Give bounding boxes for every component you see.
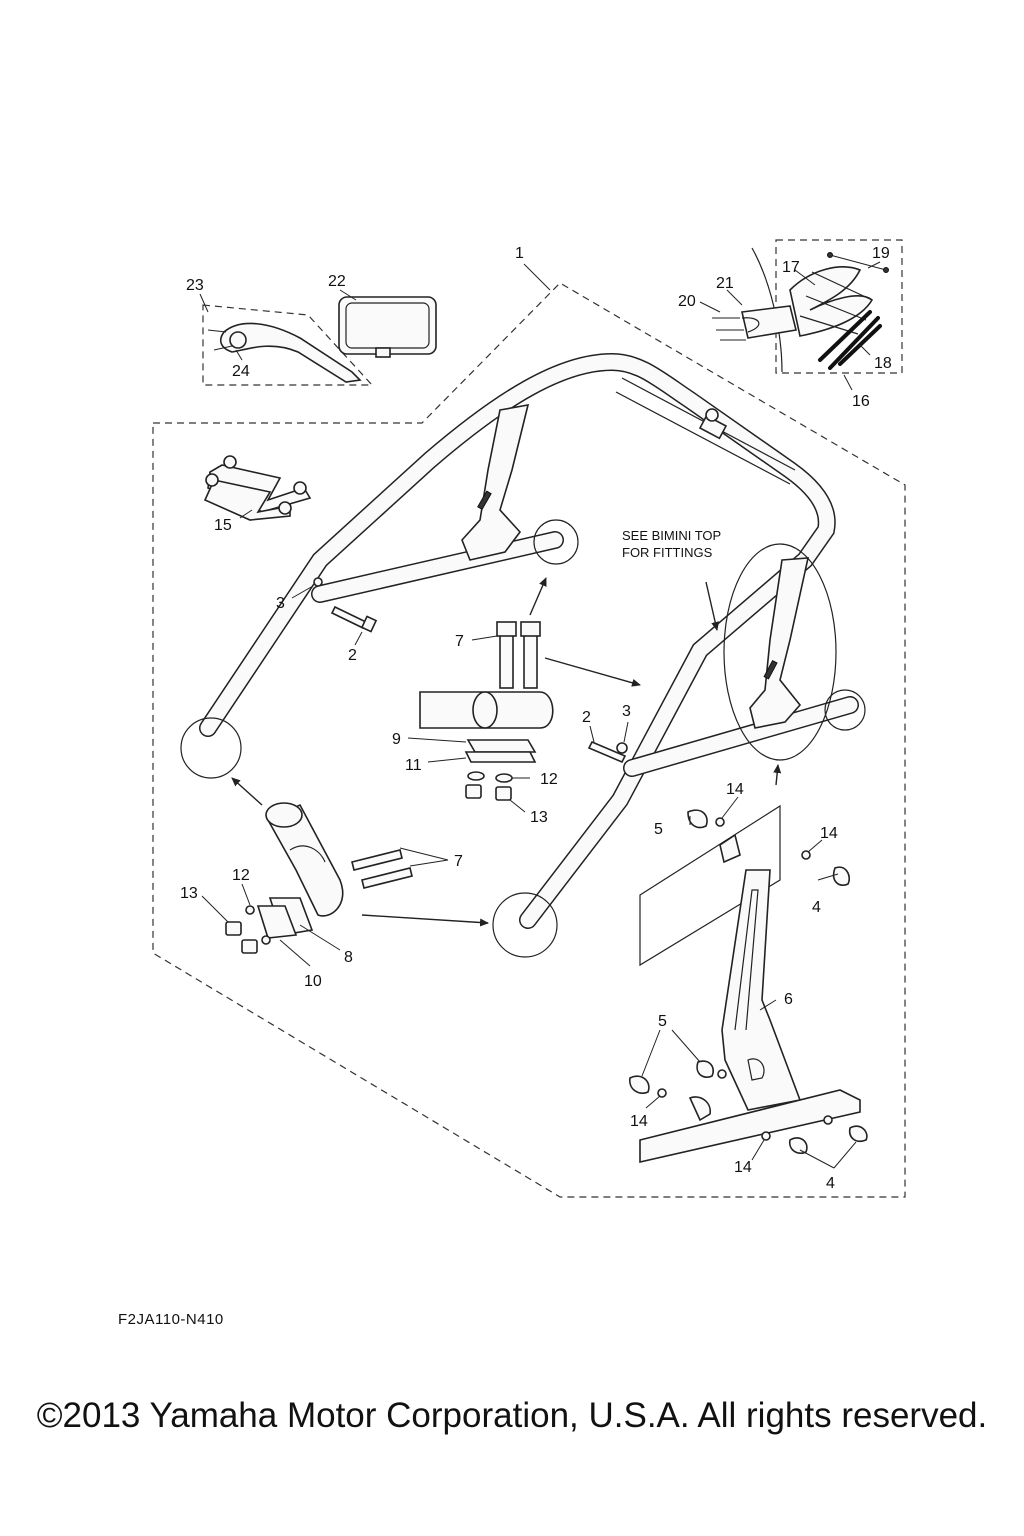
fasteners-right [587,740,628,764]
mirror-assembly [207,296,437,383]
plate-part-15 [203,455,312,521]
callout-12-center: 12 [540,771,558,788]
lower-left-mount-detail [225,802,413,954]
callout-14-c: 14 [630,1113,648,1130]
callout-14-d: 14 [734,1159,752,1176]
callout-3-left: 3 [276,595,285,612]
callout-2-left: 2 [348,647,357,664]
bimini-note-line1: SEE BIMINI TOP [622,528,721,543]
center-clamp-detail [419,621,554,801]
callout-9: 9 [392,731,401,748]
callout-6: 6 [784,991,793,1008]
callout-4-a: 4 [812,899,821,916]
callout-19: 19 [872,245,890,262]
callout-24: 24 [232,363,250,380]
callout-2-right: 2 [582,709,591,726]
callout-labels: 1 23 22 24 19 17 21 20 18 16 15 3 2 7 9 … [118,245,892,1328]
board-rack-kit-boundary [775,239,903,374]
callout-1: 1 [515,245,524,262]
callout-21: 21 [716,275,734,292]
callout-11: 11 [405,757,422,774]
detail-circles [180,519,866,958]
lower-right-bracket-detail [629,804,868,1164]
callout-5-a: 5 [654,821,663,838]
callout-15: 15 [214,517,232,534]
callout-10: 10 [304,973,322,990]
main-assembly-boundary [152,282,906,1198]
callout-20: 20 [678,293,696,310]
tower-frame [199,352,859,929]
callout-13-center: 13 [530,809,548,826]
board-rack-assembly [712,247,889,373]
callout-7-center: 7 [455,633,464,650]
fasteners-left [313,577,378,633]
callout-5-b: 5 [658,1013,667,1030]
callout-14-b: 14 [820,825,838,842]
callout-4-b: 4 [826,1175,835,1192]
callout-7-lower: 7 [454,853,463,870]
callout-14-a: 14 [726,781,744,798]
callout-18: 18 [874,355,892,372]
drawing-code: F2JA110-N410 [118,1311,224,1328]
callout-23: 23 [186,277,204,294]
callout-16: 16 [852,393,870,410]
callout-3-right: 3 [622,703,631,720]
leader-lines [199,261,881,1169]
copyright-notice: ©2013 Yamaha Motor Corporation, U.S.A. A… [36,1396,988,1435]
callout-12-lower: 12 [232,867,250,884]
callout-22: 22 [328,273,346,290]
bimini-note-line2: FOR FITTINGS [622,545,713,560]
direction-arrows [231,577,782,927]
callout-8: 8 [344,949,353,966]
callout-17: 17 [782,259,800,276]
callout-13-lower: 13 [180,885,198,902]
